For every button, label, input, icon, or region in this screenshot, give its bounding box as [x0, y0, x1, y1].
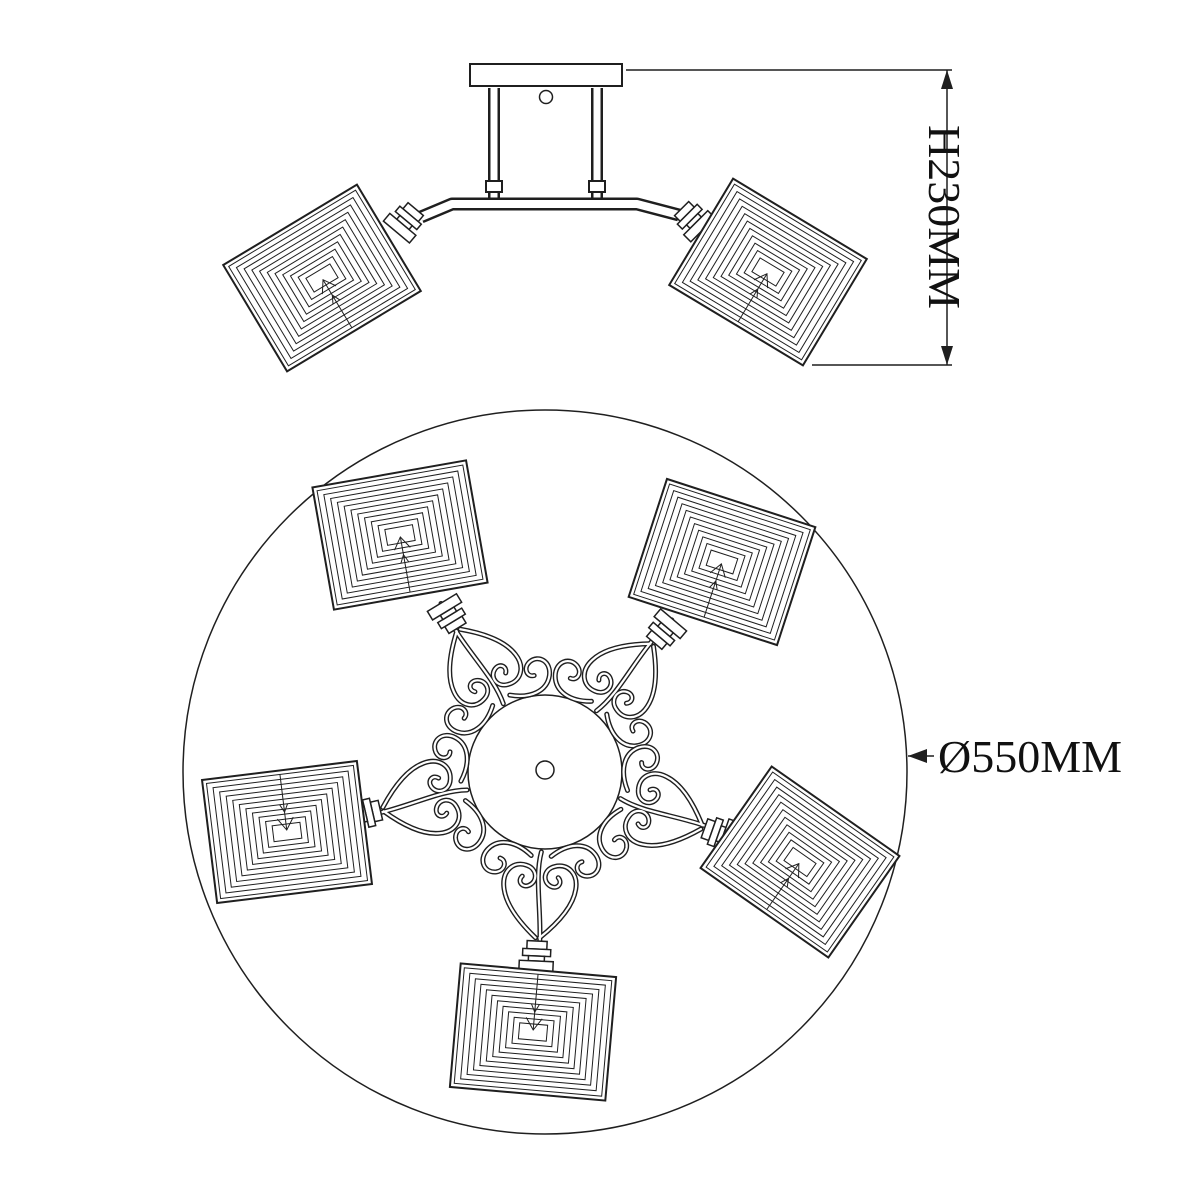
- suspension-rods: [485, 88, 606, 198]
- plan-shade-bottom: [448, 962, 618, 1102]
- fixture-outline-circle: [182, 409, 908, 1135]
- side-view: H230MM: [222, 63, 970, 373]
- plate-screw: [538, 89, 554, 105]
- scroll-arms: [339, 573, 751, 973]
- plan-shade-left: [201, 759, 373, 905]
- side-shade-left: [222, 183, 422, 373]
- hub-screw: [535, 760, 555, 780]
- cross-arm: [418, 197, 681, 223]
- height-label: H230MM: [919, 125, 970, 309]
- height-dimension: H230MM: [626, 69, 970, 366]
- ceiling-plate: [469, 63, 623, 105]
- plan-holder-4: [518, 939, 555, 973]
- rod-nut-right: [588, 180, 606, 193]
- arrowhead-diameter: [908, 749, 927, 763]
- diameter-dimension: Ø550MM: [908, 731, 1122, 782]
- rod-nut-left: [485, 180, 503, 193]
- arrowhead-top: [941, 70, 953, 89]
- side-holder-left: [382, 197, 430, 244]
- plan-shade-right: [699, 765, 901, 959]
- arrowhead-bottom: [941, 346, 953, 365]
- diameter-label: Ø550MM: [938, 731, 1122, 782]
- plan-view: Ø550MM: [182, 409, 1122, 1135]
- plan-shade-top-left: [311, 459, 489, 611]
- hub-plate: [467, 694, 623, 850]
